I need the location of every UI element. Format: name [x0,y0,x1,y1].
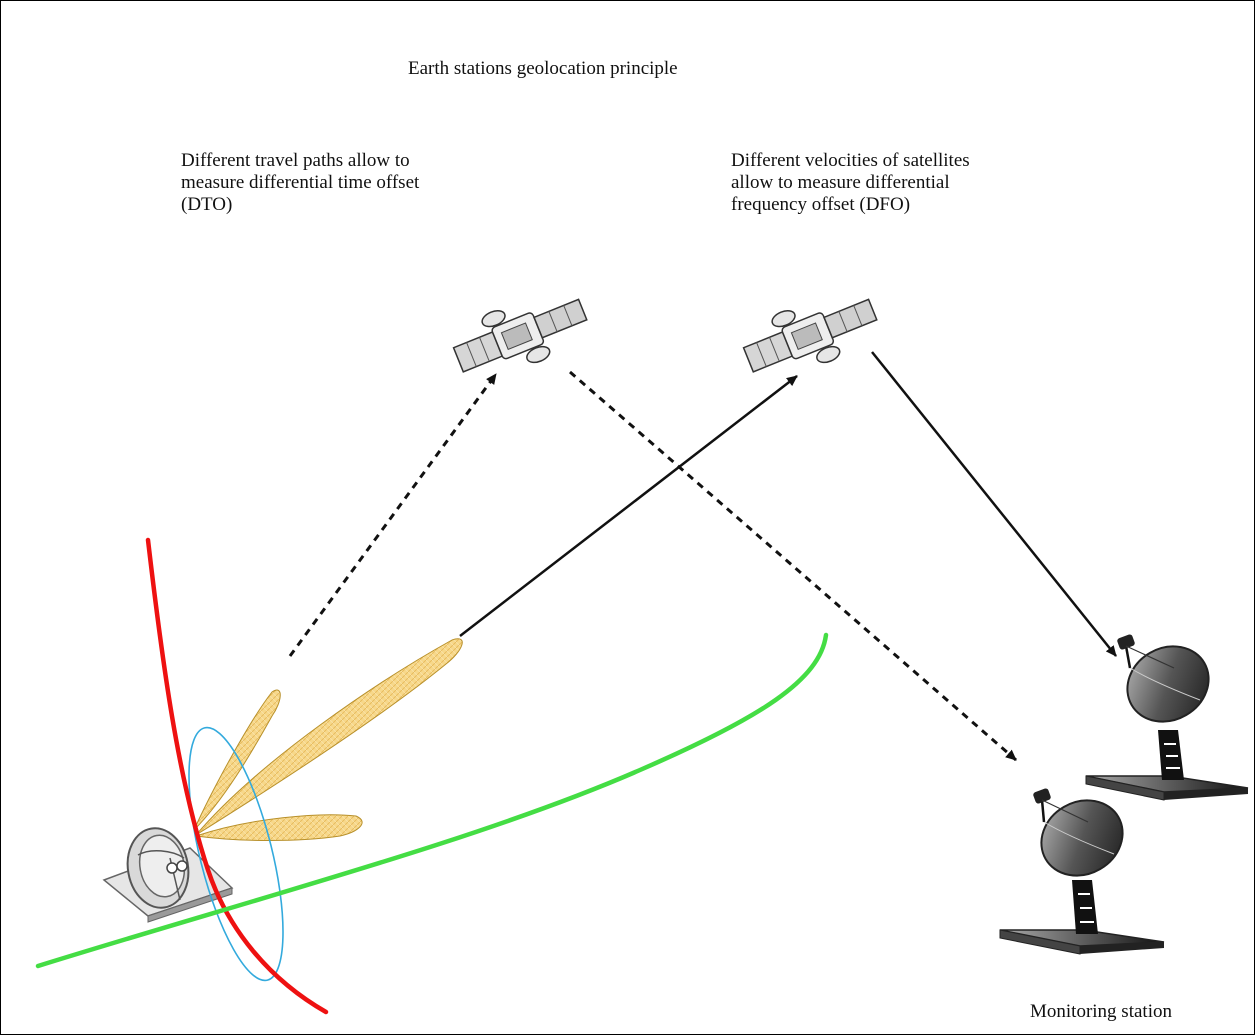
dfo-curve [35,632,829,969]
dish-antenna-icon [999,788,1165,955]
dfo-note-line: Different velocities of satellites [731,150,970,171]
dfo-downlink-arrow [871,351,1117,657]
dfo-note-line: frequency offset (DFO) [731,194,911,215]
dto-downlink-arrow [569,370,1017,762]
satellite-icon [452,298,588,373]
dfo-note: Different velocities of satellites allow… [731,150,970,216]
signal-paths [288,351,1117,762]
location-uncertainty-ellipse [188,726,284,982]
diagram-title: Earth stations geolocation principle [408,58,678,79]
dto-note-line: Different travel paths allow to [181,150,410,171]
dto-note: Different travel paths allow to measure … [181,150,419,216]
dto-curve [145,537,329,1015]
monitoring-station-label: Monitoring station [1030,1001,1172,1022]
antenna-beam-pattern [193,638,463,841]
beam-lobe-lower [195,814,363,841]
dto-note-line: measure differential time offset [181,172,420,193]
dto-uplink-arrow [288,373,498,657]
dfo-note-line: allow to measure differential [731,172,950,193]
satellite-icon [742,298,878,373]
dto-note-line: (DTO) [181,194,233,215]
dfo-uplink-arrow [459,375,798,637]
dish-antenna-icon [1085,634,1249,801]
beam-lobe-main [195,638,463,836]
beam-lobe-upper [193,689,281,831]
